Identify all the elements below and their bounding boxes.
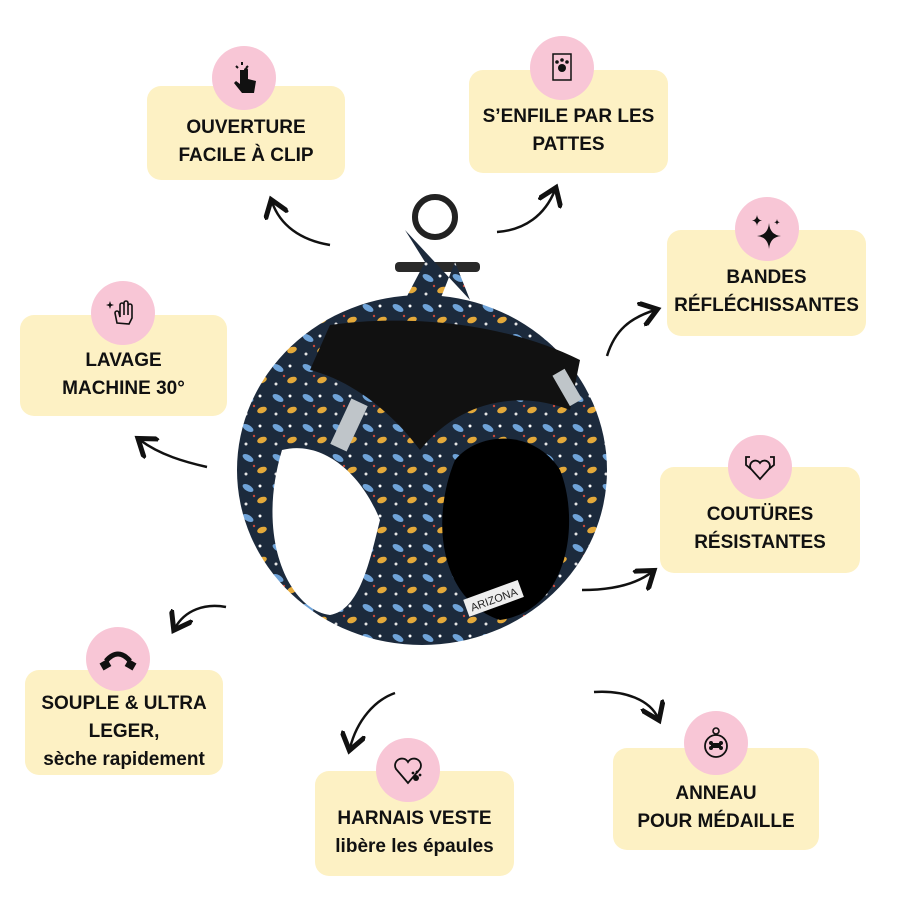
arrow-light (175, 604, 227, 628)
feature-text: libère les épaules (335, 835, 494, 857)
feature-text: BANDES (726, 267, 807, 288)
feature-text: MACHINE 30° (62, 377, 185, 399)
dog-tag-icon (684, 711, 748, 775)
feature-text: COUTÜRES (706, 504, 814, 525)
arrow-ring (593, 690, 658, 718)
feature-text: PATTES (532, 133, 605, 155)
feature-text: OUVERTURE (186, 117, 306, 138)
heart-paw-icon (376, 738, 440, 802)
strong-heart-icon (728, 435, 792, 499)
arrow-seams (581, 572, 652, 592)
feature-text: ANNEAU (675, 783, 757, 804)
flexible-bend-icon (86, 627, 150, 691)
feature-text: SOUPLE & ULTRA (41, 692, 207, 714)
feature-light: SOUPLE & ULTRA LEGER, sèche rapidement (25, 670, 223, 775)
arrows (140, 190, 658, 748)
feature-text: RÉFLÉCHISSANTES (674, 295, 859, 316)
harness-product-image: ARIZONA (237, 194, 607, 645)
feature-text: POUR MÉDAILLE (637, 811, 795, 832)
tap-finger-icon (212, 46, 276, 110)
arrow-wash (140, 440, 208, 469)
feature-paws: S’ENFILE PAR LES PATTES (469, 70, 668, 173)
arrow-vest (350, 691, 396, 748)
sparkles-icon (735, 197, 799, 261)
arrow-paws (496, 190, 555, 234)
feature-text: S’ENFILE PAR LES (482, 105, 655, 127)
feature-text: sèche rapidement (43, 748, 205, 770)
feature-text: RÉSISTANTES (694, 532, 826, 553)
feature-text: HARNAIS VESTE (337, 807, 492, 829)
feature-text: FACILE À CLIP (178, 145, 314, 166)
feature-text: LAVAGE (85, 349, 162, 371)
paw-card-icon (530, 36, 594, 100)
feature-clip: OUVERTURE FACILE À CLIP (147, 86, 345, 180)
washing-hand-icon (91, 281, 155, 345)
arrow-clip (272, 202, 331, 247)
arrow-reflective (605, 310, 655, 357)
feature-text: LEGER, (88, 720, 160, 742)
